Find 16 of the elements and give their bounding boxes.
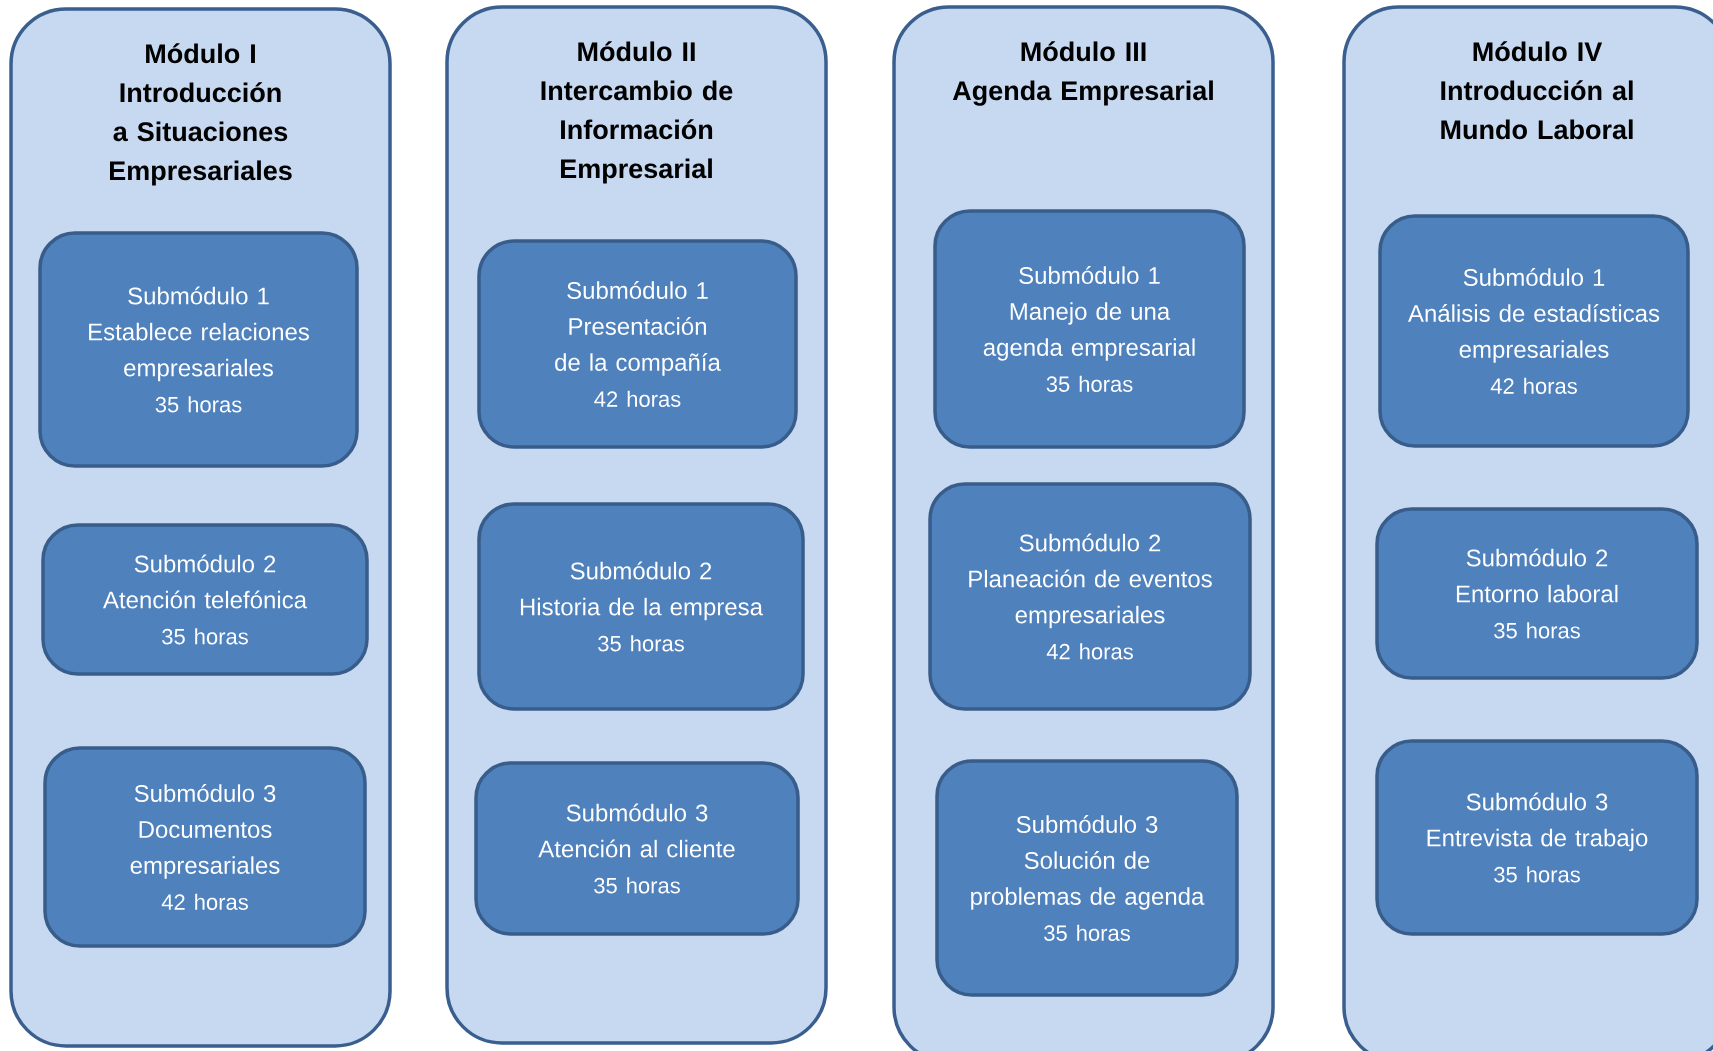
module-heading: Módulo IV Introducción al Mundo Laboral [1441, 41, 1633, 140]
submodule-box: Submódulo 2 Planeación de eventos empresariales 42 horas [928, 482, 1252, 711]
module-heading: Módulo III Agenda Empresarial [952, 41, 1213, 106]
submodule-box: Submódulo 3 Solución de problemas de agenda 35 horas [935, 759, 1239, 997]
submodule-box: Submódulo 2 Entorno laboral 35 horas [1375, 507, 1699, 680]
submodule-box: Submódulo 2 Atención telefónica 35 horas [41, 523, 369, 676]
module-heading: Módulo I Introducción a Situaciones Empresariales [110, 43, 292, 186]
module-heading: Módulo II Intercambio de Información Empresarial [541, 41, 733, 184]
submodule-box: Submódulo 3 Entrevista de trabajo 35 horas [1375, 739, 1699, 936]
submodule-box: Submódulo 2 Historia de la empresa 35 horas [477, 502, 805, 711]
submodule-box: Submódulo 1 Manejo de una agenda empresarial 35 horas [933, 209, 1246, 449]
submodule-box: Submódulo 3 Atención al cliente 35 horas [474, 761, 800, 936]
submodule-box: Submódulo 1 Análisis de estadísticas empresariales 42 horas [1378, 214, 1690, 448]
submodule-box: Submódulo 1 Establece relaciones empresariales 35 horas [38, 231, 359, 468]
submodule-box: Submódulo 3 Documentos empresariales 42 horas [43, 746, 367, 948]
submodule-box: Submódulo 1 Presentación de la compañía 42 horas [477, 239, 798, 449]
